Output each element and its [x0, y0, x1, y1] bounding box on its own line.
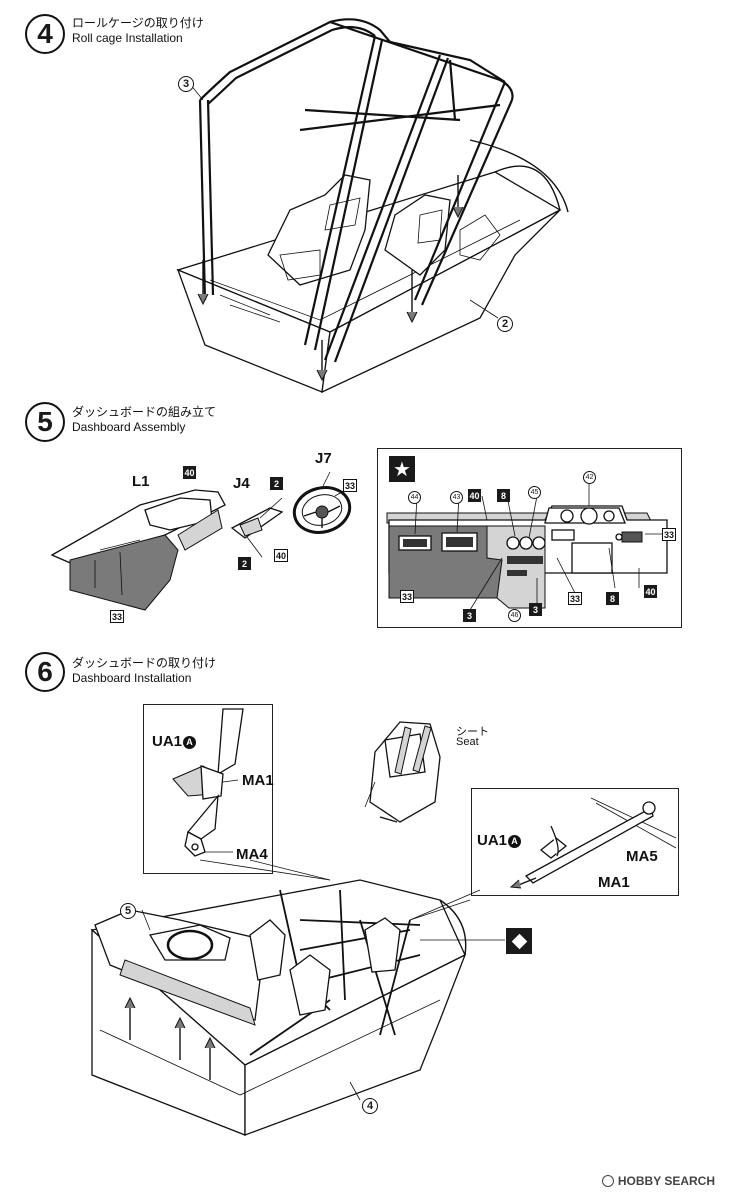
seat-label-en: Seat	[456, 736, 479, 748]
detail-part-46: 46	[508, 609, 521, 622]
roll-cage	[198, 18, 514, 363]
detail-part-3-right: 3	[529, 603, 542, 616]
diamond-badge	[506, 928, 532, 954]
mark-a-icon: A	[183, 736, 197, 749]
detail-part-44: 44	[408, 491, 421, 504]
mark-a-icon: A	[508, 835, 522, 848]
step-6-title-en: Dashboard Installation	[72, 671, 192, 685]
diamond-icon	[511, 933, 527, 949]
step-6-title-jp: ダッシュボードの取り付け	[72, 656, 217, 670]
belt-inset-right-drawing	[509, 797, 677, 889]
callout-40-bottom: 40	[274, 549, 289, 562]
step-4-number: 4	[25, 14, 65, 54]
step-6-part-dash: 5	[120, 903, 136, 919]
watermark-text: HOBBY SEARCH	[617, 1174, 715, 1188]
seat-left	[267, 174, 371, 286]
detail-part-33-right: 33	[662, 528, 677, 541]
seat-sketch	[364, 721, 441, 823]
detail-part-33-center: 33	[568, 592, 583, 605]
callout-40-top: 40	[183, 466, 196, 479]
watermark: HOBBY SEARCH	[601, 1174, 715, 1188]
label-l1: L1	[132, 473, 150, 490]
belt-left-ma4: MA4	[236, 846, 268, 863]
detail-part-45: 45	[528, 486, 541, 499]
detail-part-8-top: 8	[497, 489, 510, 502]
step-4-arrows	[197, 175, 464, 382]
belt-inset-left-drawing	[172, 708, 244, 857]
step-4-title-jp: ロールケージの取り付け	[72, 16, 204, 30]
step-6-part-body: 4	[362, 1098, 378, 1114]
callout-33-dash: 33	[110, 610, 125, 623]
step-6-drawing	[90, 859, 505, 1136]
belt-right-ma5: MA5	[626, 848, 658, 865]
star-badge: ★	[389, 456, 415, 482]
callout-33-wheel: 33	[343, 479, 358, 492]
detail-part-40-bottom: 40	[644, 585, 657, 598]
seat-label-jp: シート	[456, 726, 489, 738]
dashboard-detail-drawing	[386, 478, 668, 611]
detail-part-3-left: 3	[463, 609, 476, 622]
step-4-part-body: 2	[497, 316, 513, 332]
step-5-number: 5	[25, 402, 65, 442]
step-5-title-jp: ダッシュボードの組み立て	[72, 405, 217, 419]
label-j7: J7	[315, 450, 332, 467]
detail-part-42: 42	[583, 471, 596, 484]
detail-part-43: 43	[450, 491, 463, 504]
detail-part-40: 40	[468, 489, 481, 502]
step-4-title-en: Roll cage Installation	[72, 31, 183, 45]
step-4-part-rollcage: 3	[178, 76, 194, 92]
callout-2-bottom: 2	[238, 557, 251, 570]
belt-right-ma1: MA1	[598, 874, 630, 891]
step-6-number: 6	[25, 652, 65, 692]
watermark-icon	[601, 1175, 614, 1187]
label-j4: J4	[233, 475, 250, 492]
detail-part-8-bottom: 8	[606, 592, 619, 605]
callout-2-top: 2	[270, 477, 283, 490]
step-5-drawing	[50, 471, 352, 611]
belt-left-ma1: MA1	[242, 772, 274, 789]
step-4-drawing	[176, 18, 569, 394]
dashboard-front	[69, 534, 179, 611]
step-5-title-en: Dashboard Assembly	[72, 420, 186, 434]
detail-part-33-left: 33	[400, 590, 415, 603]
